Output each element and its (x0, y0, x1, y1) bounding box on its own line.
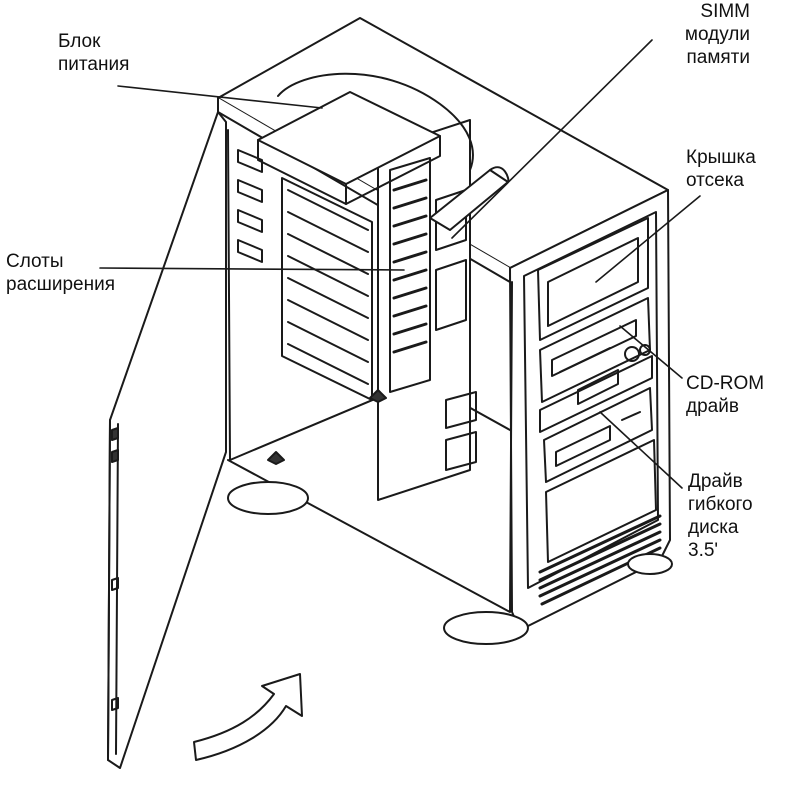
leader-power-supply (117, 85, 323, 109)
leader-floppy (599, 411, 683, 489)
expansion-slot-brackets (281, 177, 373, 401)
label-floppy: Драйв гибкого диска 3.5' (688, 471, 753, 561)
front-bezel (509, 189, 671, 631)
side-door (107, 111, 227, 769)
leader-expansion-slots (99, 267, 405, 271)
label-cdrom: CD-ROM драйв (686, 373, 765, 417)
case-feet (227, 481, 673, 645)
rear-slot-openings (237, 149, 263, 263)
label-simm: SIMM модули памяти (684, 1, 750, 68)
open-direction-arrow (193, 673, 303, 761)
leader-lines (99, 39, 701, 489)
label-power-supply: Блок питания (58, 31, 130, 75)
bay-cover (537, 217, 649, 341)
label-expansion-slots: Слоты расширения (6, 251, 116, 295)
leader-bay-cover (595, 195, 701, 283)
leader-simm (451, 39, 653, 239)
leader-cdrom (619, 325, 683, 379)
label-bay-cover: Крышка отсека (686, 147, 756, 191)
